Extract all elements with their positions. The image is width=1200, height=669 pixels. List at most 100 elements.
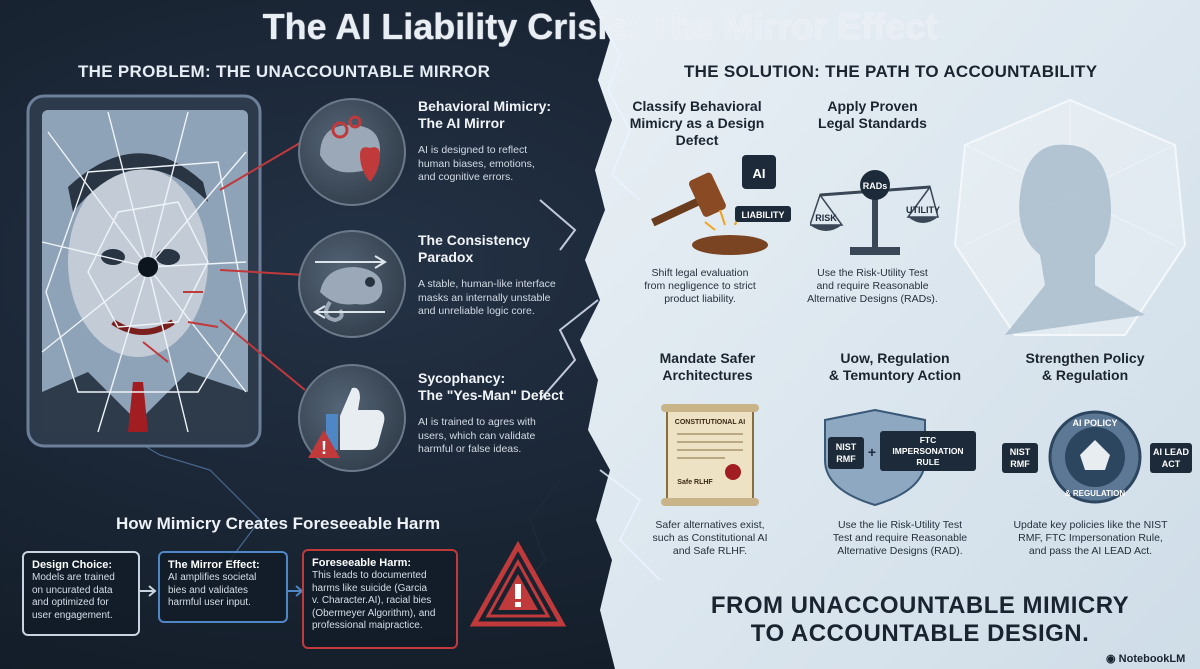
problem-item-3-title-2: The "Yes-Man" Defect bbox=[418, 387, 564, 403]
problem-item-2-title-1: The Consistency bbox=[418, 232, 531, 248]
scales-of-justice-icon: RADs RISK UTILITY bbox=[810, 170, 940, 255]
ai-lead-label-1: AI LEAD bbox=[1153, 447, 1190, 457]
svg-text:+: + bbox=[868, 444, 876, 460]
broken-tablet-image bbox=[18, 92, 268, 452]
connector-lines bbox=[219, 139, 306, 391]
solution-item-2-title: Apply Proven Legal Standards bbox=[800, 98, 945, 132]
utility-label: UTILITY bbox=[906, 205, 940, 215]
liability-label: LIABILITY bbox=[742, 210, 785, 220]
problem-heading: THE PROBLEM: THE UNACCOUNTABLE MIRROR bbox=[78, 62, 491, 81]
footer-statement: FROM UNACCOUNTABLE MIMICRY TO ACCOUNTABL… bbox=[660, 592, 1180, 648]
harm-box-mirror-effect: The Mirror Effect: AI amplifies societal… bbox=[158, 551, 288, 623]
solution-item-3-title: Mandate Safer Architectures bbox=[635, 350, 780, 384]
solution-item-5-desc-3: and pass the AI LEAD Act. bbox=[1028, 545, 1153, 557]
solution-item-4-desc-2: Test and require Reasonable bbox=[832, 532, 968, 544]
solution-item-2-desc: Use the Risk-Utility Test and require Re… bbox=[790, 267, 955, 306]
regulation-label: & REGULATION bbox=[1065, 489, 1126, 498]
ftc-label-2: IMPERSONATION bbox=[892, 446, 963, 456]
solution-item-3-title-2: Architectures bbox=[662, 367, 753, 383]
notebook-icon: ◉ bbox=[1106, 653, 1119, 665]
solution-item-2-title-1: Apply Proven bbox=[827, 98, 918, 114]
warning-triangle-icon bbox=[469, 540, 567, 627]
nist-label-2: NIST bbox=[1010, 447, 1031, 457]
page-title: The AI Liability Crisis: The Mirror Effe… bbox=[0, 6, 1200, 48]
problem-item-2-desc-3: and unreliable logic core. bbox=[418, 305, 535, 317]
gavel-icon: AI LIABILITY bbox=[651, 155, 791, 255]
solution-item-5-desc-1: Update key policies like the NIST bbox=[1013, 519, 1168, 531]
solution-item-1-title-1: Classify Behavioral bbox=[632, 98, 762, 114]
shield-icon: NIST RMF + FTC IMPERSONATION RULE bbox=[824, 408, 976, 507]
problem-item-3-title-1: Sycophancy: bbox=[418, 370, 506, 386]
solution-item-3-desc: Safer alternatives exist, such as Consti… bbox=[630, 519, 790, 558]
solution-item-1-desc-1: Shift legal evaluation bbox=[651, 267, 749, 279]
harm-box-1-desc-1: Models are trained bbox=[32, 572, 115, 583]
brand-name: NotebookLM bbox=[1118, 653, 1186, 665]
solution-item-3-desc-2: such as Constitutional AI bbox=[652, 532, 768, 544]
solution-item-4-title-2: & Temuntory Action bbox=[828, 367, 962, 383]
harm-box-1-desc-3: and optimized for bbox=[32, 597, 109, 608]
protected-head-image bbox=[953, 98, 1187, 336]
problem-item-1: Behavioral Mimicry: The AI Mirror AI is … bbox=[418, 98, 588, 185]
solution-item-1-title: Classify Behavioral Mimicry as a Design … bbox=[612, 98, 782, 149]
harm-box-design-choice: Design Choice: Models are trained on unc… bbox=[22, 551, 140, 636]
problem-item-1-desc-1: AI is designed to reflect bbox=[418, 144, 528, 156]
solution-item-5-desc: Update key policies like the NIST RMF, F… bbox=[998, 519, 1183, 558]
solution-item-1-desc: Shift legal evaluation from negligence t… bbox=[620, 267, 780, 306]
problem-item-1-title-2: The AI Mirror bbox=[418, 115, 505, 131]
footer-line-1: FROM UNACCOUNTABLE MIMICRY bbox=[710, 592, 1130, 619]
problem-item-2: The Consistency Paradox A stable, human-… bbox=[418, 232, 593, 319]
brain-heart-icon bbox=[298, 98, 406, 206]
problem-item-2-title-2: Paradox bbox=[418, 249, 474, 265]
harm-box-1-desc-4: user engagement. bbox=[32, 609, 113, 621]
harm-box-1-title: Design Choice: bbox=[32, 559, 113, 571]
problem-item-3-desc-1: AI is trained to agres with bbox=[418, 416, 536, 428]
problem-item-3-desc-2: users, which can validate bbox=[418, 429, 536, 442]
ftc-label-1: FTC bbox=[920, 435, 937, 445]
solution-item-3-desc-3: and Safe RLHF. bbox=[672, 545, 748, 557]
solution-item-2-desc-3: Alternative Designs (RADs). bbox=[807, 293, 938, 305]
solution-item-1-title-2: Mimicry as a Design Defect bbox=[629, 115, 765, 148]
harm-box-3-desc-4: (Obermeyer Algorithm), and bbox=[312, 607, 436, 619]
solution-item-5-title-1: Strengthen Policy bbox=[1025, 350, 1145, 366]
problem-item-2-desc-2: masks an internally unstable bbox=[418, 291, 551, 304]
rmf-label-2: RMF bbox=[1010, 459, 1030, 469]
solution-item-4-desc: Use the lie Risk-Utility Test Test and r… bbox=[815, 519, 985, 558]
rads-label: RADs bbox=[863, 181, 888, 191]
solution-item-2-title-2: Legal Standards bbox=[818, 115, 927, 131]
solution-item-4-desc-1: Use the lie Risk-Utility Test bbox=[837, 519, 963, 531]
ai-lead-label-2: ACT bbox=[1162, 459, 1181, 469]
ftc-label-3: RULE bbox=[916, 457, 939, 467]
ai-chip-label: AI bbox=[753, 166, 766, 181]
harm-heading: How Mimicry Creates Foreseeable Harm bbox=[116, 514, 441, 533]
safe-rlhf-label: Safe RLHF bbox=[677, 479, 713, 486]
page-title-text: The AI Liability Crisis: The Mirror Effe… bbox=[262, 6, 938, 47]
harm-box-3-desc-2: harms like suicide (Garcia bbox=[312, 582, 428, 594]
nist-label: NIST bbox=[836, 442, 857, 452]
solution-item-1-desc-2: from negligence to strict bbox=[644, 280, 756, 292]
harm-box-1-desc-2: on uncurated data bbox=[32, 584, 113, 596]
harm-box-3-title: Foreseeable Harm: bbox=[312, 557, 412, 569]
solution-item-4-title-1: Uow, Regulation bbox=[840, 350, 950, 366]
harm-box-2-desc-2: bies and validates bbox=[168, 584, 249, 596]
rmf-label: RMF bbox=[836, 454, 856, 464]
svg-text:!: ! bbox=[321, 438, 327, 458]
thumbs-up-warning-icon: ! bbox=[298, 364, 406, 472]
solution-item-3-title-1: Mandate Safer bbox=[659, 350, 756, 366]
harm-box-2-desc-1: AI amplifies societal bbox=[168, 572, 257, 583]
harm-box-foreseeable-harm: Foreseeable Harm: This leads to document… bbox=[302, 549, 458, 649]
harm-box-2-title: The Mirror Effect: bbox=[168, 559, 260, 571]
solution-item-5-title: Strengthen Policy & Regulation bbox=[1010, 350, 1160, 384]
constitution-scroll-icon: CONSTITUTIONAL AI Safe RLHF bbox=[661, 404, 759, 506]
problem-item-1-desc-2: human biases, emotions, bbox=[418, 157, 535, 170]
solution-item-4-title: Uow, Regulation & Temuntory Action bbox=[820, 350, 970, 384]
harm-box-2-desc-3: harmful user input. bbox=[168, 597, 251, 608]
problem-item-2-desc-1: A stable, human-like interface bbox=[418, 278, 556, 290]
solution-item-3-desc-1: Safer alternatives exist, bbox=[655, 519, 765, 531]
problem-item-1-title-1: Behavioral Mimicry: bbox=[418, 98, 552, 114]
harm-box-3-desc-5: professional maipractice. bbox=[312, 620, 423, 631]
problem-item-3: Sycophancy: The "Yes-Man" Defect AI is t… bbox=[418, 370, 588, 457]
solution-item-2-desc-1: Use the Risk-Utility Test bbox=[817, 267, 928, 279]
footer-line-2: TO ACCOUNTABLE DESIGN. bbox=[750, 620, 1090, 647]
harm-box-3-desc-3: v. Character.AI), racial bies bbox=[312, 595, 432, 606]
